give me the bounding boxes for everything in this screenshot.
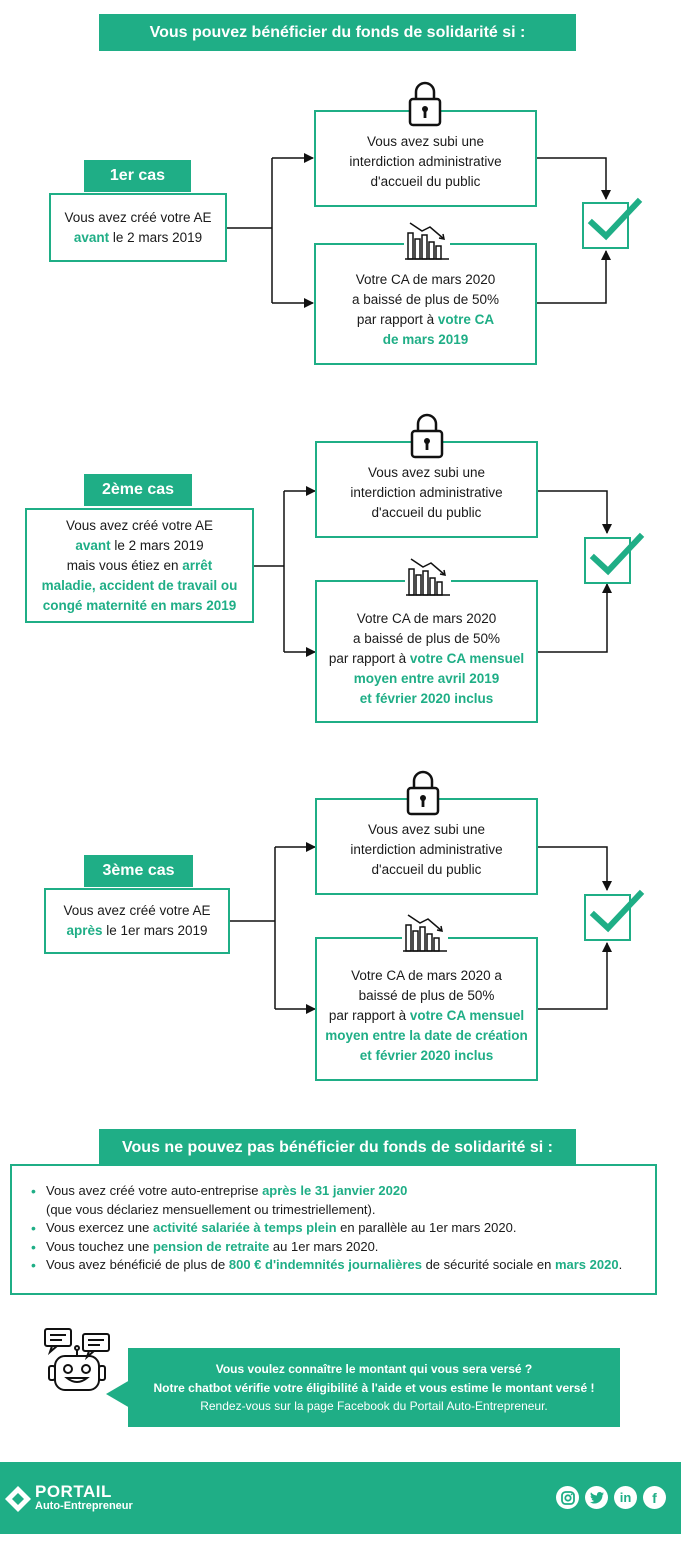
case1-interdiction-box: Vous avez subi une interdiction administ… bbox=[314, 110, 537, 207]
case1-creation-date: le 2 mars 2019 bbox=[109, 229, 203, 245]
case2-condition-hl2: maladie, accident de travail ou bbox=[41, 577, 238, 593]
case1-creation-box: Vous avez créé votre AE avant le 2 mars … bbox=[49, 193, 227, 262]
linkedin-icon[interactable]: in bbox=[614, 1486, 637, 1509]
ca-highlight-1: votre CA mensuel bbox=[409, 650, 525, 666]
case2-creation-highlight: avant bbox=[75, 537, 111, 553]
case2-ca-box: Votre CA de mars 2020 a baissé de plus d… bbox=[315, 580, 538, 723]
chatbot-line-2: Notre chatbot vérifie votre éligibilité … bbox=[153, 1380, 595, 1395]
chart-decline-icon bbox=[405, 555, 451, 597]
lock-icon bbox=[405, 78, 445, 128]
item-highlight: mars 2020 bbox=[554, 1257, 619, 1272]
item-highlight: pension de retraite bbox=[152, 1238, 270, 1254]
chat-bubble-tail bbox=[106, 1380, 130, 1408]
chart-decline-icon bbox=[402, 911, 448, 953]
portail-logo-icon bbox=[4, 1485, 32, 1513]
case2-creation-date: le 2 mars 2019 bbox=[110, 537, 204, 553]
case2-creation-condition: mais vous étiez en bbox=[66, 557, 183, 573]
case1-creation-text: Vous avez créé votre AE bbox=[64, 209, 212, 225]
case3-creation-highlight: après bbox=[66, 923, 103, 938]
list-item: Vous touchez une pension de retraite au … bbox=[31, 1238, 645, 1257]
case1-creation-highlight: avant bbox=[73, 229, 110, 245]
chart-decline-icon bbox=[404, 219, 450, 261]
case2-condition-hl3: congé maternité en mars 2019 bbox=[42, 597, 237, 613]
case1-tag: 1er cas bbox=[84, 160, 191, 192]
interdiction-line-2: interdiction administrative bbox=[350, 484, 503, 500]
item-highlight: après le 31 janvier 2020 bbox=[262, 1183, 408, 1198]
item-text: de sécurité sociale en bbox=[421, 1257, 555, 1272]
case2-creation-text: Vous avez créé votre AE bbox=[65, 517, 214, 533]
case3-ca-box: Votre CA de mars 2020 a baissé de plus d… bbox=[315, 937, 538, 1081]
item-text: Vous avez bénéficié de plus de bbox=[46, 1257, 229, 1272]
ca-line-2: a baissé de plus de 50% bbox=[352, 630, 501, 646]
item-text: Vous touchez une bbox=[46, 1238, 153, 1254]
ca-highlight-3: et février 2020 inclus bbox=[359, 1048, 494, 1063]
interdiction-line-2: interdiction administrative bbox=[350, 841, 503, 857]
logo-title: PORTAIL bbox=[35, 1482, 112, 1501]
item-text: Vous exercez une bbox=[46, 1220, 153, 1235]
case1-ca-box: Votre CA de mars 2020 a baissé de plus d… bbox=[314, 243, 537, 365]
case3-creation-date: le 1er mars 2019 bbox=[102, 923, 208, 938]
checkmark-icon bbox=[587, 197, 643, 241]
lock-icon bbox=[403, 767, 443, 817]
case2-condition-hl1: arrêt bbox=[182, 557, 213, 573]
item-text: en parallèle au 1er mars 2020. bbox=[336, 1220, 517, 1235]
item-text: au 1er mars 2020. bbox=[269, 1238, 379, 1254]
chatbot-line-3: Rendez-vous sur la page Facebook du Port… bbox=[200, 1399, 548, 1413]
checkmark-icon bbox=[589, 532, 645, 576]
checkmark-icon bbox=[589, 889, 645, 933]
chatbot-line-1: Vous voulez connaître le montant qui vou… bbox=[215, 1362, 533, 1376]
interdiction-line-1: Vous avez subi une bbox=[366, 133, 485, 149]
case2-tag: 2ème cas bbox=[84, 474, 192, 506]
ca-highlight-2: moyen entre avril 2019 bbox=[353, 670, 500, 686]
check-icon bbox=[584, 894, 631, 941]
item-highlight: 800 € d'indemnités journalières bbox=[228, 1257, 422, 1272]
interdiction-line-1: Vous avez subi une bbox=[367, 821, 486, 837]
ca-line-1: Votre CA de mars 2020 a bbox=[351, 968, 502, 983]
interdiction-line-3: d'accueil du public bbox=[371, 504, 482, 520]
instagram-icon[interactable] bbox=[556, 1486, 579, 1509]
ca-line-1: Votre CA de mars 2020 bbox=[355, 272, 496, 287]
list-item: Vous avez bénéficié de plus de 800 € d'i… bbox=[31, 1256, 645, 1275]
case3-creation-text: Vous avez créé votre AE bbox=[63, 903, 211, 918]
ca-line-3: par rapport à bbox=[356, 312, 438, 327]
lock-icon bbox=[407, 410, 447, 460]
ca-highlight-1: votre CA bbox=[437, 312, 495, 327]
list-item: Vous exercez une activité salariée à tem… bbox=[31, 1219, 645, 1238]
item-text: (que vous déclariez mensuellement ou tri… bbox=[46, 1201, 376, 1217]
ca-line-3: par rapport à bbox=[328, 650, 410, 666]
ca-highlight-2: moyen entre la date de création bbox=[325, 1028, 528, 1043]
ca-highlight-1: votre CA mensuel bbox=[409, 1008, 525, 1023]
ineligible-list-box: Vous avez créé votre auto-entreprise apr… bbox=[10, 1164, 657, 1295]
logo-subtitle: Auto-Entrepreneur bbox=[35, 1500, 133, 1512]
item-text: . bbox=[618, 1257, 623, 1272]
check-icon bbox=[582, 202, 629, 249]
ineligible-title: Vous ne pouvez pas bénéficier du fonds d… bbox=[99, 1129, 576, 1166]
list-item: Vous avez créé votre auto-entreprise apr… bbox=[31, 1182, 645, 1219]
chatbot-robot-icon bbox=[43, 1328, 111, 1394]
ca-line-1: Votre CA de mars 2020 bbox=[356, 610, 497, 626]
case3-tag: 3ème cas bbox=[84, 855, 193, 887]
interdiction-line-3: d'accueil du public bbox=[371, 861, 482, 877]
case2-creation-box: Vous avez créé votre AE avant le 2 mars … bbox=[25, 508, 254, 623]
ca-line-3: par rapport à bbox=[328, 1008, 410, 1023]
ca-highlight-3: et février 2020 inclus bbox=[359, 690, 494, 706]
twitter-icon[interactable] bbox=[585, 1486, 608, 1509]
interdiction-line-3: d'accueil du public bbox=[370, 173, 481, 189]
interdiction-line-1: Vous avez subi une bbox=[367, 464, 486, 480]
ca-line-2: a baissé de plus de 50% bbox=[351, 292, 500, 307]
ca-line-2: baissé de plus de 50% bbox=[358, 988, 495, 1003]
item-text: Vous avez créé votre auto-entreprise bbox=[46, 1183, 263, 1198]
eligible-title: Vous pouvez bénéficier du fonds de solid… bbox=[99, 14, 576, 51]
case3-creation-box: Vous avez créé votre AE après le 1er mar… bbox=[44, 888, 230, 954]
chatbot-banner: Vous voulez connaître le montant qui vou… bbox=[128, 1348, 620, 1427]
check-icon bbox=[584, 537, 631, 584]
item-highlight: activité salariée à temps plein bbox=[152, 1220, 337, 1235]
facebook-icon[interactable]: f bbox=[643, 1486, 666, 1509]
interdiction-line-2: interdiction administrative bbox=[349, 153, 502, 169]
ca-highlight-2: de mars 2019 bbox=[382, 332, 469, 347]
